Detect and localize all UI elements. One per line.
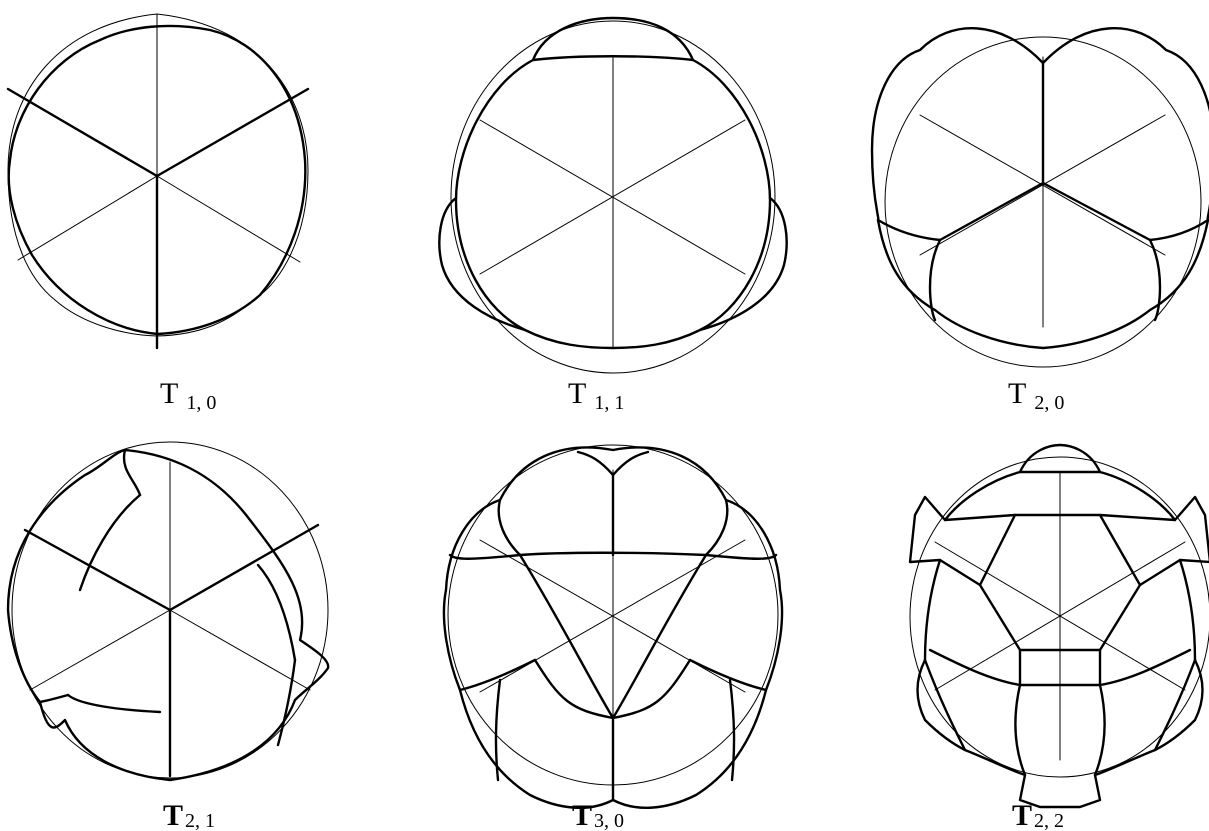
diagram-t30 (442, 444, 784, 809)
diagram-t20 (870, 27, 1209, 368)
diagram-t10 (6, 13, 310, 350)
reference-sphere-outline (11, 441, 329, 779)
diagram-t22 (908, 443, 1209, 809)
tile-boundaries (442, 446, 784, 809)
diagram-t21 (6, 441, 330, 782)
tile-boundaries (438, 16, 788, 350)
tile-boundaries (870, 27, 1209, 350)
reference-sphere-outline (450, 20, 776, 374)
tile-boundaries (908, 443, 1209, 809)
diagram-t11 (438, 16, 788, 374)
tile-boundaries (6, 24, 310, 350)
reference-sphere-outline (909, 456, 1209, 778)
tile-boundaries (6, 448, 330, 782)
